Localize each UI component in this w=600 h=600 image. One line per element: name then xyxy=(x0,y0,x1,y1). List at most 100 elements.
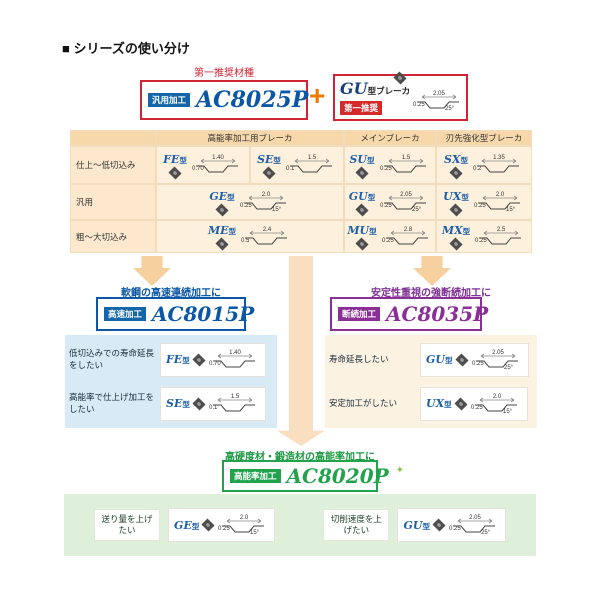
breaker-code: GU xyxy=(426,353,445,366)
dim-top-label: 2.0 xyxy=(492,394,501,400)
insert-icon xyxy=(449,165,463,180)
main-grade-box: 汎用加工 AC8025P xyxy=(140,80,308,120)
breaker-code: UX xyxy=(443,189,462,203)
grade-name-ac8025p: AC8025P xyxy=(196,87,309,113)
breaker-suffix: 型 xyxy=(369,227,377,236)
breaker-suffix: 型ブレーカ xyxy=(367,86,411,96)
dim-top-label: 2.0 xyxy=(240,515,249,521)
breaker-profile: 1.400.70 xyxy=(209,350,255,367)
use-case-label: 寿命延長したい xyxy=(329,353,389,364)
insert-icon xyxy=(449,237,463,251)
dim-line xyxy=(480,353,515,358)
breaker-suffix: 型 xyxy=(461,192,469,202)
dim-angle-label: 15° xyxy=(250,530,260,536)
grade-usage-badge: 断続加工 xyxy=(338,306,381,322)
dim-line xyxy=(482,195,518,201)
down-arrow-center-icon xyxy=(277,424,325,446)
breaker-code: SE xyxy=(257,152,274,166)
breaker-suffix: 型 xyxy=(228,227,237,236)
dim-line xyxy=(227,518,262,524)
insert-icon xyxy=(215,202,229,217)
insert-icon xyxy=(192,352,206,367)
breaker-suffix: 型 xyxy=(445,356,453,365)
row-label-roughing: 粗～大切込み xyxy=(70,220,156,253)
bottom-grade-box: 高能率加工 AC8020P ✦ xyxy=(222,460,404,492)
breaker-code: MU xyxy=(347,224,370,237)
dim-angle-label: 25° xyxy=(481,530,491,536)
breaker-profile: 1.5 0.25 xyxy=(380,155,426,173)
dim-left-label: 0.70 xyxy=(192,166,204,172)
dim-top-label: 2.05 xyxy=(469,515,481,521)
dim-line xyxy=(390,230,425,235)
dim-left-label: 0.25 xyxy=(471,405,483,411)
dim-left-label: 0.25 xyxy=(380,166,392,172)
dim-line xyxy=(481,158,517,164)
row-label-general: 汎用 xyxy=(70,184,156,220)
dim-line xyxy=(388,158,423,164)
profile-outline xyxy=(475,360,518,367)
breaker-code: SX xyxy=(444,152,461,166)
dim-top-label: 1.5 xyxy=(401,155,410,161)
breaker-suffix: 型 xyxy=(227,192,235,202)
flow-band-center xyxy=(289,256,313,424)
use-case-label: 高能率で仕上げ加工をしたい xyxy=(69,392,155,414)
breaker-profile: 2.80.25 xyxy=(382,227,428,244)
dim-left-label: 0.25 xyxy=(240,203,252,209)
dim-left-label: 0.1 xyxy=(286,166,295,172)
dim-left-label: 0.70 xyxy=(209,361,221,367)
dim-top-label: 2.05 xyxy=(433,91,445,97)
profile-outline xyxy=(479,237,522,244)
table-header-empty xyxy=(70,130,156,146)
left-branch-caption: 軟鋼の高速連続加工に xyxy=(121,288,221,299)
insert-icon xyxy=(168,165,182,180)
breaker-profile: 2.50.25 xyxy=(475,227,522,244)
profile-outline xyxy=(245,237,288,244)
dim-line xyxy=(421,94,457,100)
use-case-label: 安定加工がしたい xyxy=(329,397,398,408)
dim-top-label: 1.35 xyxy=(493,155,505,161)
insert-icon xyxy=(355,202,369,217)
breaker-suffix: 型 xyxy=(273,155,281,165)
dim-angle-label: 25° xyxy=(504,365,514,371)
profile-outline xyxy=(477,202,520,210)
dim-line xyxy=(217,353,252,358)
first-recommendation-label: 第一推奨材種 xyxy=(194,68,254,79)
dim-left-label: 0.2 xyxy=(473,166,482,172)
breaker-profile: 1.400.70 xyxy=(192,155,238,173)
left-grade-box: 高速加工 AC8015P xyxy=(96,297,254,331)
use-case-label: 低切込みでの寿命延長をしたい xyxy=(69,348,155,370)
breaker-code: GU xyxy=(403,518,423,532)
breaker-code: SE xyxy=(166,397,183,410)
breaker-code: ME xyxy=(207,224,229,237)
bottom-branch-caption: 高硬度材・鍛造材の高能率加工に xyxy=(225,452,375,463)
insert-icon xyxy=(215,237,229,251)
dim-angle-label: 25° xyxy=(445,106,455,112)
breaker-code: GE xyxy=(174,518,192,532)
